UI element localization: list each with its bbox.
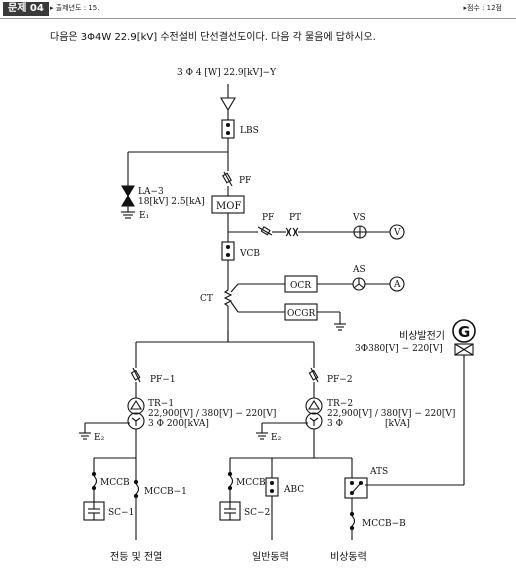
exam-year: ▸ 출제년도 : 15.: [50, 4, 100, 12]
pf2-label: PF−2: [327, 375, 353, 385]
e2-right-label: E₂: [271, 433, 282, 443]
question-number-badge: 문제 04: [3, 2, 49, 16]
ocgr-ground-symbol: [334, 312, 346, 331]
generator-label: 비상발전기: [399, 330, 445, 342]
ct-label: CT: [200, 294, 213, 304]
mccb-left-label: MCCB: [100, 478, 130, 488]
tr2-voltage: 22,900[V] / 380[V] − 220[V]: [327, 409, 455, 419]
score: ▸점수 : 12점: [463, 4, 502, 12]
la-label: LA−3: [138, 187, 164, 197]
ats-symbol: [344, 477, 368, 499]
sc2-capacitor-symbol: [219, 501, 241, 521]
voltmeter-label: V: [393, 228, 401, 238]
generator-breaker-symbol: [454, 343, 474, 356]
tr1-symbol: [127, 397, 145, 430]
pf1-label: PF−1: [150, 375, 176, 385]
mccbb-label: MCCB−B: [362, 519, 406, 529]
lightning-arrester-symbol: [121, 185, 135, 219]
ocr-label: OCR: [290, 281, 311, 291]
e2-left-label: E₂: [94, 433, 105, 443]
abc-symbol: [265, 477, 279, 497]
tr1-voltage: 22,900[V] / 380[V] − 220[V]: [148, 409, 276, 419]
voltmeter-symbol: [389, 224, 405, 240]
tr2-symbol: [305, 397, 323, 430]
power-fuse-symbol: [222, 168, 233, 196]
vcb-symbol: [221, 241, 235, 261]
vcb-label: VCB: [239, 249, 260, 259]
ats-label: ATS: [369, 467, 388, 477]
ammeter-symbol: [389, 276, 405, 292]
pt-label: PT: [289, 213, 301, 223]
la-rating: 18[kV] 2.5[kA]: [138, 197, 205, 207]
load-2-label: 일반동력: [252, 551, 289, 563]
mof-label: MOF: [216, 201, 241, 212]
vs-label: VS: [352, 213, 366, 223]
mccb1-label: MCCB−1: [144, 487, 187, 497]
tr2-capacity: [kVA]: [385, 419, 410, 429]
pf1-symbol: [130, 367, 141, 398]
ocgr-label: OCGR: [287, 309, 315, 319]
generator-symbol: [452, 319, 476, 343]
tr2-phase: 3 Φ: [327, 419, 343, 429]
e2-left-ground: [79, 422, 130, 440]
ammeter-switch-symbol: [352, 277, 390, 291]
lbs-label: LBS: [240, 126, 259, 136]
load-1-label: 전등 및 전열: [110, 551, 162, 563]
generator-g: G: [458, 323, 470, 341]
pf-main-label: PF: [239, 176, 251, 186]
incoming-terminal-symbol: [220, 84, 236, 120]
abc-label: ABC: [283, 485, 304, 495]
tr2-label: TR−2: [327, 399, 353, 409]
e1-label: E₁: [139, 211, 149, 221]
generator-rating: 3Φ380[V] − 220[V]: [355, 344, 443, 354]
load-3-label: 비상동력: [330, 551, 367, 563]
supply-label: 3 Φ 4 [W] 22.9[kV]−Y: [177, 68, 277, 78]
mccb-left-symbol: [91, 471, 98, 491]
sc1-capacitor-symbol: [83, 501, 105, 521]
mccb-mid-symbol: [227, 471, 234, 491]
tr1-capacity: 3 Φ 200[kVA]: [148, 419, 209, 429]
question-text: 다음은 3Φ4W 22.9[kV] 수전설비 단선결선도이다. 다음 각 물음에…: [50, 32, 376, 43]
pt-fuse-symbol: [255, 226, 286, 236]
ammeter-label: A: [393, 280, 401, 290]
mccbb-symbol: [349, 511, 356, 531]
pf-pt-label: PF: [262, 213, 274, 223]
as-label: AS: [352, 265, 366, 275]
question-header: 문제 04 ▸ 출제년도 : 15. ▸점수 : 12점: [0, 0, 516, 19]
sc2-label: SC−2: [244, 508, 270, 518]
sc1-label: SC−1: [108, 508, 134, 518]
e2-right-ground: [256, 422, 308, 440]
mccb1-symbol: [133, 479, 140, 499]
tr1-label: TR−1: [148, 399, 174, 409]
lbs-symbol: [221, 119, 235, 139]
mccb-mid-label: MCCB: [236, 478, 266, 488]
voltmeter-switch-symbol: [353, 225, 390, 239]
pf2-symbol: [308, 367, 319, 398]
ct-symbol: [223, 289, 233, 307]
pt-symbol: [285, 227, 355, 237]
